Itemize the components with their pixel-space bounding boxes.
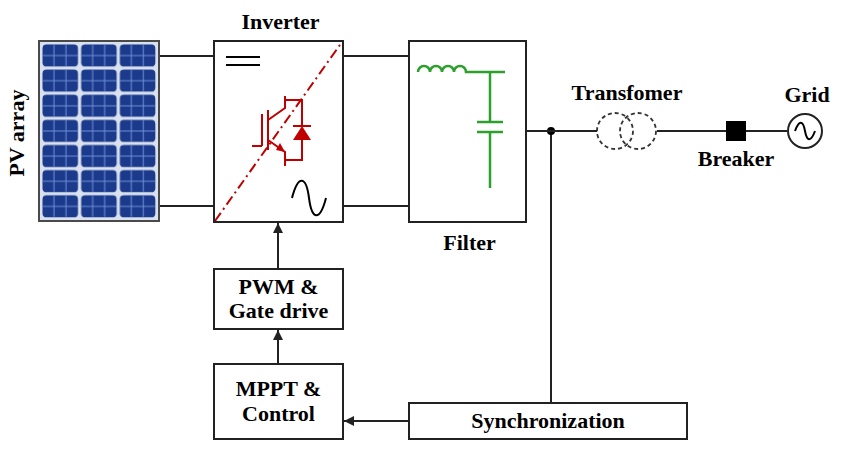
node-label: Filter <box>443 231 496 255</box>
node-label: Inverter <box>241 10 319 34</box>
process-box: Synchronization <box>408 402 688 440</box>
text-group: Filter <box>443 231 496 255</box>
lc-filter-symbol <box>418 66 505 188</box>
signal-arrow <box>277 330 279 363</box>
node-label: Transfomer <box>572 81 683 105</box>
wire <box>344 205 408 207</box>
pv-panel <box>38 40 160 222</box>
process-box: MPPT & Control <box>213 363 344 440</box>
transformer-symbol <box>597 113 656 149</box>
text-group: Grid <box>784 83 829 107</box>
process-box: PWM & Gate drive <box>213 268 344 330</box>
pv-array: PV array <box>38 40 160 222</box>
signal-arrow <box>277 223 279 268</box>
grid-sine <box>795 123 815 140</box>
node-label: Breaker <box>698 147 775 171</box>
node-label: PV array <box>6 90 30 177</box>
filter-box: Filter <box>408 40 527 223</box>
text-group: Inverter <box>241 10 319 34</box>
wire <box>527 130 597 132</box>
inverter-symbol <box>215 42 342 221</box>
wire <box>657 130 726 132</box>
sense-line <box>550 131 552 402</box>
wire <box>746 130 787 132</box>
node-label: MPPT & Control <box>221 377 336 425</box>
inverter-box: Inverter <box>213 40 344 223</box>
grid-source: Grid <box>787 113 823 149</box>
text-group: Transfomer <box>572 81 683 105</box>
transformer: Transfomer <box>597 113 657 149</box>
text-group: Synchronization <box>471 409 625 433</box>
text-group: PV array <box>6 90 30 177</box>
wire <box>160 205 213 207</box>
signal-arrow <box>344 420 408 422</box>
node-label: Synchronization <box>471 409 625 433</box>
node-label: PWM & Gate drive <box>221 275 336 323</box>
wire <box>160 55 213 57</box>
node-label: Grid <box>784 83 829 107</box>
text-group: MPPT & Control <box>221 377 336 425</box>
wire <box>344 55 408 57</box>
text-group: PWM & Gate drive <box>221 275 336 323</box>
text-group: Breaker <box>698 147 775 171</box>
breaker: Breaker <box>726 121 746 141</box>
